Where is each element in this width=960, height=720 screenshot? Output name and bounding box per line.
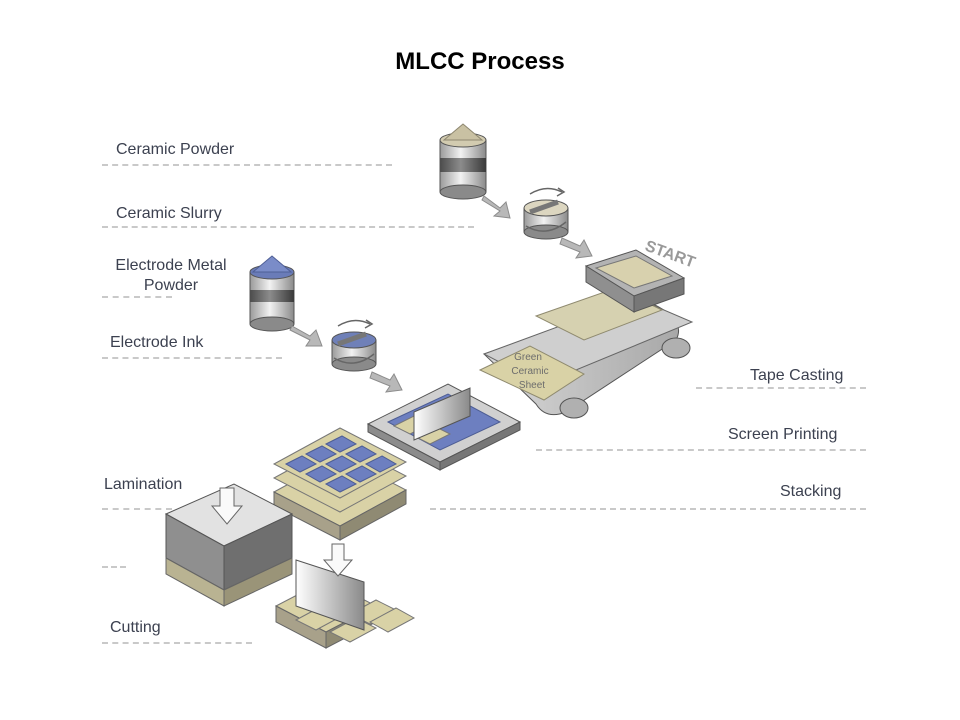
label-lamination: Lamination: [104, 476, 183, 493]
guide-line-electrode-ink: [102, 357, 282, 359]
slide-title: MLCC Process: [395, 48, 565, 75]
label-tape-casting: Tape Casting: [750, 367, 844, 384]
guide-line-stacking: [430, 508, 866, 510]
arrow-icon: [559, 237, 593, 259]
process-illustration: START Green Ceramic Sheet: [164, 123, 698, 649]
guide-line-short: [102, 566, 126, 568]
tape-casting-machine-icon: START Green Ceramic Sheet: [478, 238, 698, 419]
mlcc-process-diagram: Ceramic Powder Ceramic Slurry Electrode …: [96, 122, 866, 668]
arrow-icon: [481, 195, 511, 219]
guide-line-screen-printing: [536, 449, 866, 451]
guide-line-cutting: [102, 642, 252, 644]
label-ceramic-slurry: Ceramic Slurry: [116, 205, 222, 222]
electrode-ink-mixer-icon: [331, 319, 377, 372]
label-screen-printing: Screen Printing: [728, 426, 838, 443]
label-electrode-metal-powder-line2: Powder: [143, 277, 199, 294]
cutting-blocks-icon: [274, 543, 416, 649]
label-ceramic-powder: Ceramic Powder: [116, 141, 235, 158]
guide-line-ceramic-slurry: [102, 226, 474, 228]
label-electrode-metal-powder: Electrode Metal Powder: [108, 256, 234, 296]
guide-line-lamination: [102, 508, 172, 510]
guide-line-electrode-metal: [102, 296, 172, 298]
ceramic-powder-container-icon: [439, 123, 487, 200]
lamination-block-icon: [164, 483, 294, 607]
ceramic-slurry-mixer-icon: [523, 187, 569, 240]
stacked-sheets-icon: [272, 427, 408, 541]
label-electrode-ink: Electrode Ink: [110, 334, 204, 351]
electrode-metal-powder-container-icon: [249, 255, 295, 332]
label-electrode-metal-powder-line1: Electrode Metal: [115, 257, 227, 274]
guide-line-ceramic-powder: [102, 164, 392, 166]
label-stacking: Stacking: [780, 483, 842, 500]
sheet-label-line2: Ceramic: [511, 366, 548, 377]
arrow-icon: [289, 325, 323, 347]
arrow-icon: [369, 371, 403, 393]
sheet-label-line3: Sheet: [519, 380, 545, 391]
sheet-label-line1: Green: [514, 352, 542, 363]
guide-line-tape-casting: [696, 387, 866, 389]
screen-printing-frame-icon: [366, 383, 522, 471]
label-cutting: Cutting: [110, 619, 161, 636]
